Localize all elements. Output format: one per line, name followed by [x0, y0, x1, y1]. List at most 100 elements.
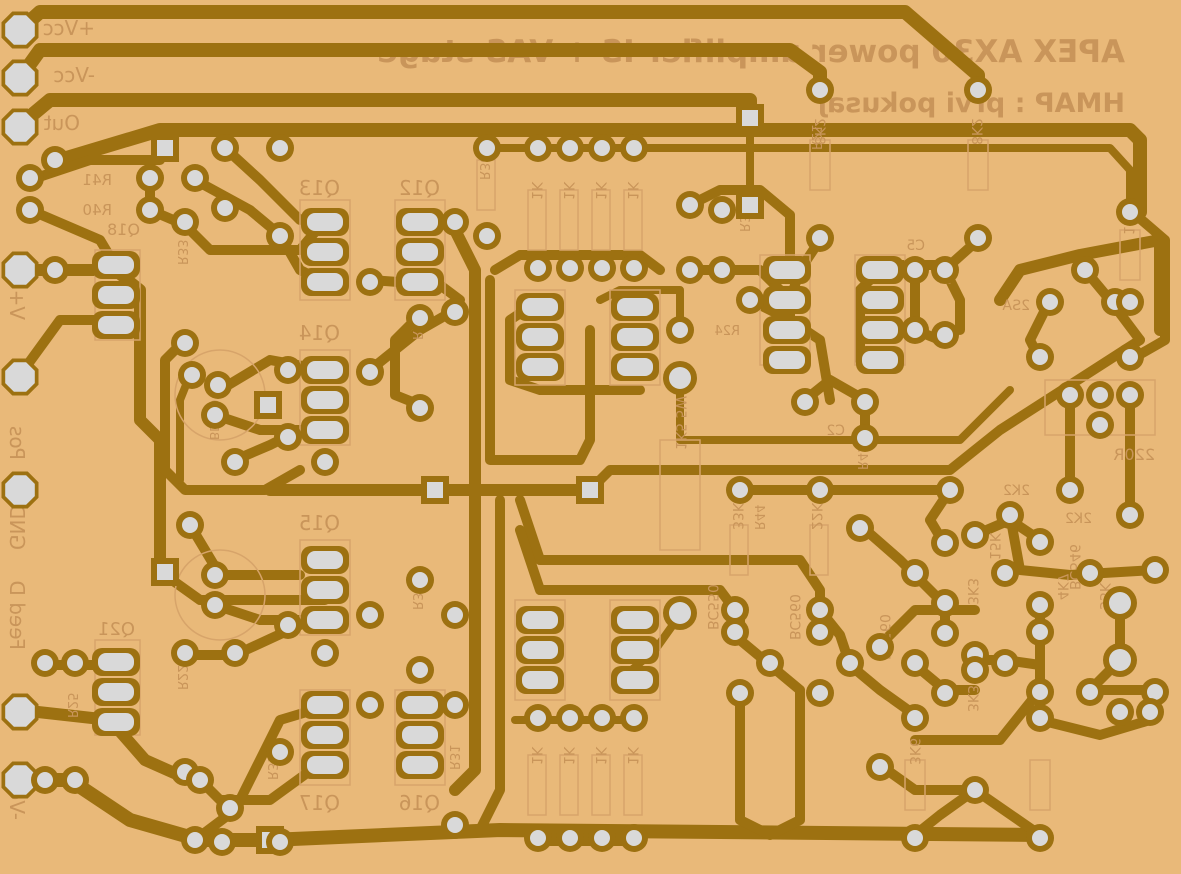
pad [272, 140, 288, 156]
pad-oval [307, 581, 343, 599]
pad [714, 262, 730, 278]
pad-oval [98, 256, 134, 274]
pad-oval [617, 358, 653, 376]
pad [207, 597, 223, 613]
pad [447, 697, 463, 713]
label-r25: R25 [64, 692, 79, 718]
pad [970, 230, 986, 246]
pad-oval [617, 671, 653, 689]
pad [1002, 507, 1018, 523]
pad-square [427, 482, 443, 498]
svg-text:2K2: 2K2 [1065, 511, 1092, 527]
connector-pad [5, 112, 35, 142]
pad [812, 685, 828, 701]
pad-oval [522, 328, 558, 346]
pad-oval [617, 611, 653, 629]
svg-text:C5: C5 [906, 238, 925, 254]
pad-square [157, 564, 173, 580]
label-vcc-minus: -Vcc [53, 63, 95, 87]
pad [47, 262, 63, 278]
pad-oval [862, 351, 898, 369]
pad [594, 140, 610, 156]
pad-oval [862, 291, 898, 309]
pad-oval [402, 756, 438, 774]
pad-oval [307, 551, 343, 569]
pad [217, 200, 233, 216]
connector-pad [5, 362, 35, 392]
pads [1, 11, 1169, 856]
pad [192, 772, 208, 788]
pad [626, 260, 642, 276]
pad [732, 482, 748, 498]
connector-pad [5, 765, 35, 795]
pad-oval [307, 421, 343, 439]
pad [967, 527, 983, 543]
pad-oval [307, 391, 343, 409]
pad [1122, 204, 1138, 220]
pad [1122, 507, 1138, 523]
pad [479, 228, 495, 244]
pad [530, 830, 546, 846]
pad [1109, 592, 1131, 614]
pad [562, 140, 578, 156]
pad [447, 214, 463, 230]
svg-text:1K: 1K [624, 181, 640, 200]
pad [227, 454, 243, 470]
pad [142, 202, 158, 218]
svg-text:2K2: 2K2 [1003, 483, 1030, 499]
pad [1032, 597, 1048, 613]
pad [187, 170, 203, 186]
pad [937, 262, 953, 278]
pad [1122, 387, 1138, 403]
label-r31: R31 [446, 744, 461, 770]
pad-oval [522, 671, 558, 689]
svg-text:3K3: 3K3 [964, 685, 980, 712]
pad [669, 367, 691, 389]
pad-oval [307, 696, 343, 714]
pad [22, 170, 38, 186]
pad-oval [402, 273, 438, 291]
pad [1032, 830, 1048, 846]
pad [742, 292, 758, 308]
pad [727, 624, 743, 640]
pad [937, 535, 953, 551]
pad-oval [862, 261, 898, 279]
label-q16: Q16 [399, 791, 440, 815]
pad [1142, 704, 1158, 720]
pad [412, 400, 428, 416]
pad [217, 140, 233, 156]
pad [280, 429, 296, 445]
svg-text:1K: 1K [592, 746, 608, 765]
pad-oval [769, 351, 805, 369]
pad [907, 830, 923, 846]
pad [447, 304, 463, 320]
pad [812, 82, 828, 98]
pad [1082, 565, 1098, 581]
pad [672, 322, 688, 338]
pad [47, 152, 63, 168]
svg-text:33K: 33K [729, 502, 745, 530]
pad [1032, 684, 1048, 700]
pad [907, 710, 923, 726]
pad [67, 655, 83, 671]
label-r24: R24 [714, 324, 740, 339]
pad [362, 364, 378, 380]
pad [207, 567, 223, 583]
pad [907, 262, 923, 278]
connector-pad [5, 255, 35, 285]
pad [447, 607, 463, 623]
pad [937, 595, 953, 611]
label-gnd: GND [5, 504, 29, 550]
label-r33: R33 [174, 239, 189, 265]
pad [222, 800, 238, 816]
connector-pad [5, 475, 35, 505]
pad-oval [307, 361, 343, 379]
label-q21: Q21 [98, 619, 135, 640]
pad [1077, 262, 1093, 278]
pad [907, 565, 923, 581]
pad [37, 655, 53, 671]
pad [594, 830, 610, 846]
label-q18: Q18 [107, 220, 140, 239]
pad [362, 607, 378, 623]
pad [227, 645, 243, 661]
